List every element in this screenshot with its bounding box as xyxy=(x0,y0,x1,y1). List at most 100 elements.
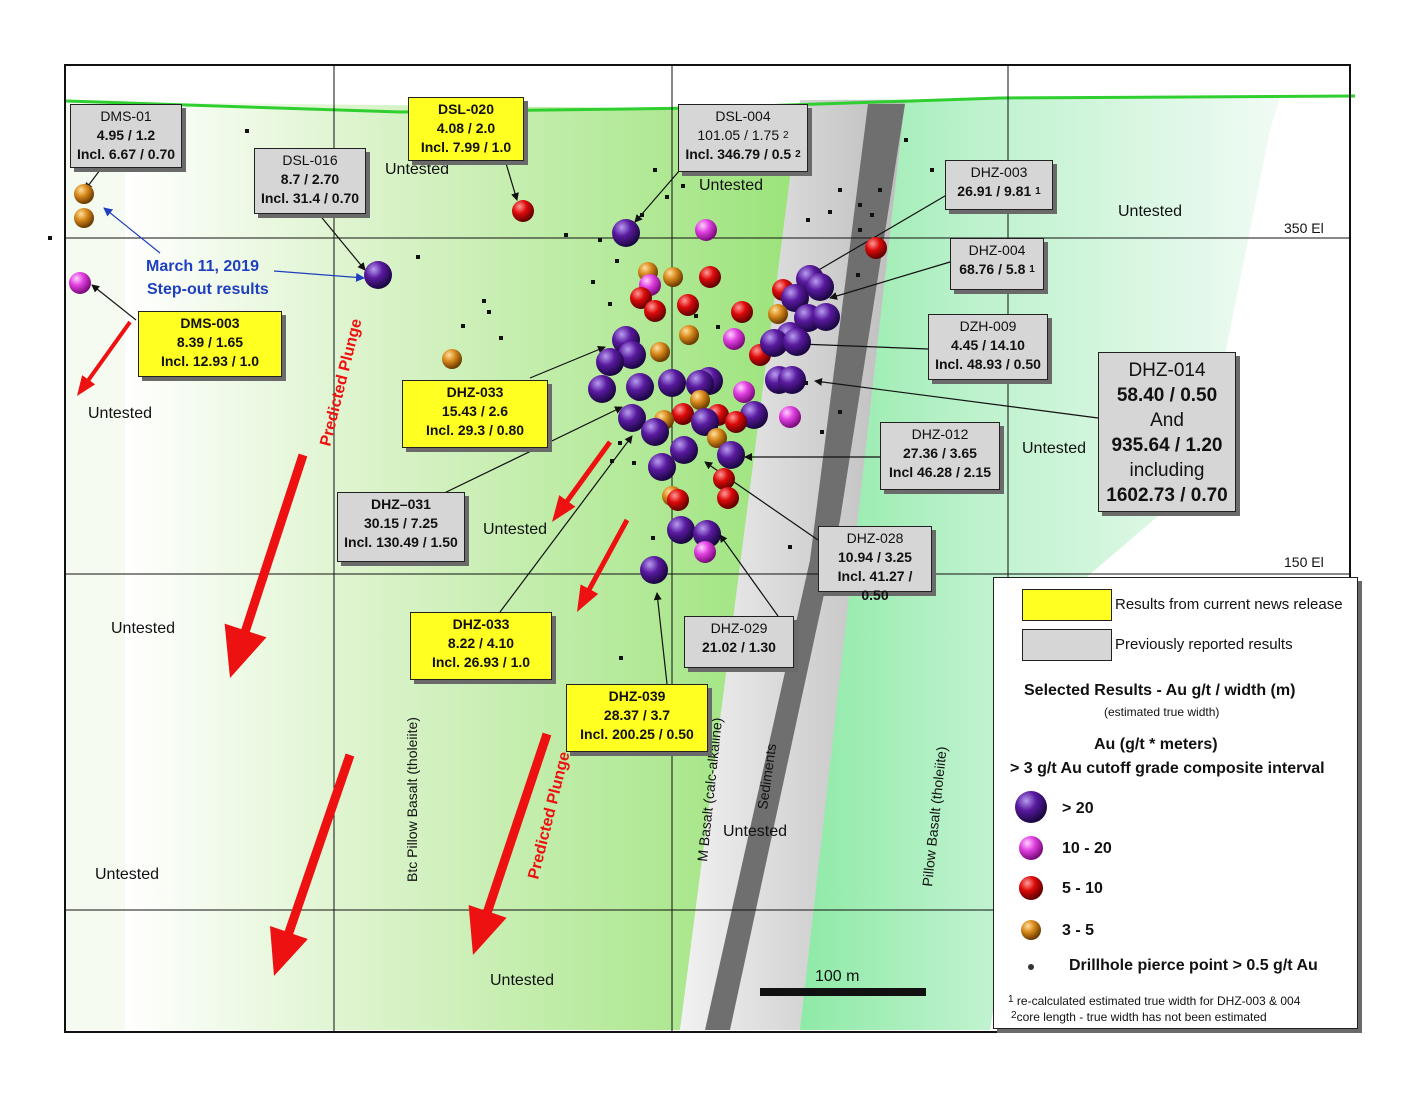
leader-arrows xyxy=(84,159,1099,685)
pierce-point xyxy=(416,255,420,259)
predicted-plunge-arrows xyxy=(77,320,630,976)
pierce-point xyxy=(653,168,657,172)
legend-sphere-10-20 xyxy=(1019,836,1043,860)
pierce-point xyxy=(858,203,862,207)
sphere-3-5 xyxy=(650,342,670,362)
sphere-3-5 xyxy=(679,325,699,345)
sphere-gt20 xyxy=(691,408,719,436)
pierce-point xyxy=(694,314,698,318)
sphere-gt20 xyxy=(612,219,640,247)
legend: Results from current news release Previo… xyxy=(993,577,1358,1029)
legend-pierce-dot xyxy=(1028,964,1034,970)
pierce-point xyxy=(838,410,842,414)
pierce-point xyxy=(461,324,465,328)
sphere-5-10 xyxy=(677,294,699,316)
sphere-5-10 xyxy=(672,403,694,425)
elevation-label-350: 350 El xyxy=(1284,220,1324,236)
sphere-gt20 xyxy=(686,370,714,398)
pierce-point xyxy=(856,273,860,277)
sphere-3-5 xyxy=(768,304,788,324)
legend-label-current: Results from current news release xyxy=(1115,596,1343,613)
sphere-gt20 xyxy=(812,303,840,331)
pierce-point xyxy=(930,168,934,172)
legend-swatch-previous xyxy=(1022,629,1112,661)
pierce-point xyxy=(806,218,810,222)
untested-label: Untested xyxy=(111,620,176,637)
lithology-btc-pillow-basalt: Btc Pillow Basalt (tholeiite) xyxy=(404,717,420,882)
untested-label: Untested xyxy=(95,866,160,883)
sphere-gt20 xyxy=(693,520,721,548)
pierce-point xyxy=(788,545,792,549)
pierce-point xyxy=(598,238,602,242)
sphere-gt20 xyxy=(783,328,811,356)
pierce-point xyxy=(828,210,832,214)
sphere-gt20 xyxy=(641,418,669,446)
pierce-point xyxy=(665,195,669,199)
sphere-gt20 xyxy=(781,284,809,312)
sphere-10-20 xyxy=(723,328,745,350)
legend-pierce-label: Drillhole pierce point > 0.5 g/t Au xyxy=(1069,957,1318,974)
legend-note-1: 1 re-calculated estimated true width for… xyxy=(1008,994,1301,1008)
sphere-gt20 xyxy=(618,404,646,432)
sphere-gt20 xyxy=(760,329,788,357)
result-box-dhz-014: DHZ-014 58.40 / 0.50 And 935.64 / 1.20 i… xyxy=(1098,352,1236,512)
result-box-dhz-003: DHZ-003 26.91 / 9.81 1 xyxy=(945,160,1053,210)
sphere-5-10 xyxy=(512,200,534,222)
untested-label: Untested xyxy=(88,405,153,422)
legend-sphere-3-5 xyxy=(1021,920,1041,940)
legend-swatch-current xyxy=(1022,589,1112,621)
sphere-gt20 xyxy=(588,375,616,403)
pierce-point xyxy=(591,280,595,284)
stepout-arrows xyxy=(103,207,365,282)
legend-symbols xyxy=(1015,791,1047,970)
stepout-caption: Step-out results xyxy=(147,281,269,298)
pierce-points xyxy=(245,129,934,660)
legend-class-3-5: 3 - 5 xyxy=(1062,922,1095,939)
pierce-point xyxy=(615,259,619,263)
sphere-gt20 xyxy=(596,348,624,376)
pierce-point xyxy=(499,336,503,340)
scale-bar xyxy=(760,988,926,996)
pierce-point xyxy=(608,302,612,306)
sphere-3-5 xyxy=(663,267,683,287)
pierce-point xyxy=(245,129,249,133)
sphere-3-5 xyxy=(707,428,727,448)
pierce-point xyxy=(878,188,882,192)
pierce-point xyxy=(681,184,685,188)
plunge-arrow xyxy=(552,440,612,522)
pierce-point xyxy=(487,310,491,314)
sphere-5-10 xyxy=(667,489,689,511)
pierce-point xyxy=(632,461,636,465)
legend-sphere-5-10 xyxy=(1019,876,1043,900)
result-box-dhz-004: DHZ-004 68.76 / 5.8 1 xyxy=(950,238,1044,290)
stepout-date: March 11, 2019 xyxy=(146,258,259,275)
sphere-5-10 xyxy=(865,237,887,259)
sphere-5-10 xyxy=(699,266,721,288)
legend-subtitle: (estimated true width) xyxy=(1104,705,1220,719)
pierce-point xyxy=(619,656,623,660)
sphere-gt20 xyxy=(618,341,646,369)
scale-bar-label: 100 m xyxy=(815,968,859,985)
pierce-point xyxy=(564,233,568,237)
pierce-point xyxy=(858,228,862,232)
plunge-arrow xyxy=(468,732,552,955)
sphere-gt20 xyxy=(670,436,698,464)
pierce-point xyxy=(870,213,874,217)
sphere-10-20 xyxy=(694,541,716,563)
plunge-arrow xyxy=(224,453,308,678)
sphere-10-20 xyxy=(733,381,755,403)
legend-note-2: 2core length - true width has not been e… xyxy=(1011,1010,1267,1024)
sphere-gt20 xyxy=(648,453,676,481)
untested-label: Untested xyxy=(1118,203,1183,220)
sphere-gt20 xyxy=(640,556,668,584)
sphere-10-20 xyxy=(695,219,717,241)
untested-label: Untested xyxy=(699,177,764,194)
sphere-gt20 xyxy=(717,441,745,469)
